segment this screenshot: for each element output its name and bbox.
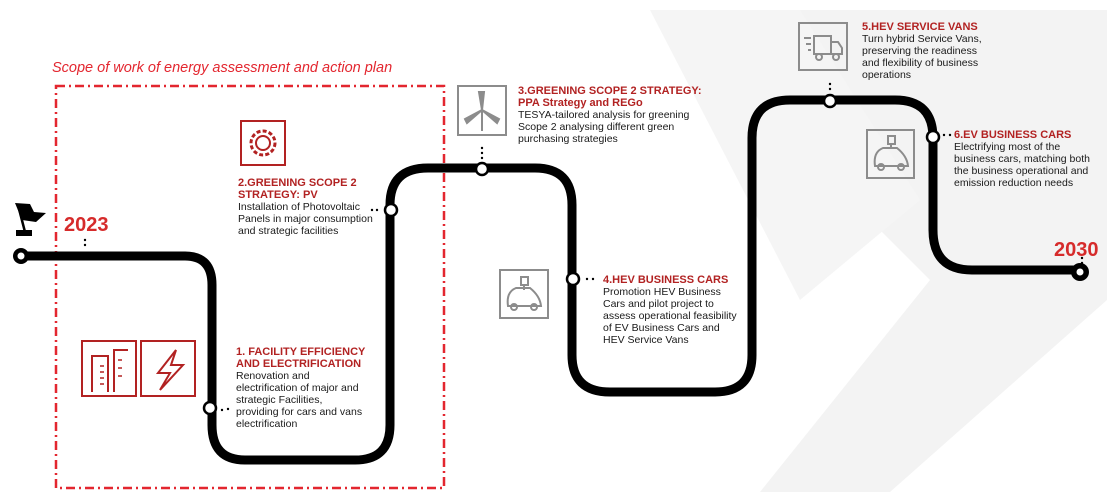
milestone-6-desc-2: business cars, matching both [954, 153, 1090, 165]
milestone-3: 3.GREENING SCOPE 2 STRATEGY: PPA Strateg… [518, 85, 728, 145]
milestone-node-6 [925, 129, 941, 145]
milestone-6: 6.EV BUSINESS CARS Electrifying most of … [954, 129, 1104, 189]
milestone-3-title-2: PPA Strategy and REGo [518, 97, 643, 109]
wind-turbine-icon [457, 85, 507, 136]
delivery-van-icon [798, 22, 848, 71]
milestone-5-desc-2: preserving the readiness [862, 45, 977, 57]
milestone-1-desc-5: electrification [236, 418, 298, 430]
milestone-3-title-1: 3.GREENING SCOPE 2 STRATEGY: [518, 85, 702, 97]
milestone-node-1 [202, 400, 218, 416]
milestone-node-5 [822, 93, 838, 109]
milestone-1-title-2: AND ELECTRIFICATION [236, 358, 362, 370]
background-chevron-2 [650, 10, 920, 300]
milestone-node-3 [474, 161, 490, 177]
milestone-5: 5.HEV SERVICE VANS Turn hybrid Service V… [862, 21, 1012, 81]
milestone-1-desc-1: Renovation and [236, 370, 310, 382]
start-year: 2023 [64, 214, 109, 236]
milestone-6-desc-3: the business operational and [954, 165, 1089, 177]
building-icon [81, 340, 137, 397]
milestone-4: 4.HEV BUSINESS CARS Promotion HEV Busine… [603, 274, 753, 346]
milestone-2-desc-2: Panels in major consumption [238, 213, 373, 225]
start-point [13, 248, 29, 264]
milestone-2-desc-1: Installation of Photovoltaic [238, 201, 360, 213]
lightning-icon [140, 340, 196, 397]
leader-dots [83, 82, 1084, 412]
milestone-4-desc-5: HEV Service Vans [603, 334, 689, 346]
milestone-4-desc-2: Cars and pilot project to [603, 298, 714, 310]
milestone-1-desc-3: strategic Facilities, [236, 394, 323, 406]
milestone-3-desc-2: Scope 2 analysing different green [518, 121, 675, 133]
milestone-4-desc-3: assess operational feasibility [603, 310, 737, 322]
milestone-5-desc-3: and flexibility of business [862, 57, 979, 69]
milestone-5-title-1: 5.HEV SERVICE VANS [862, 21, 978, 33]
milestone-3-desc-3: purchasing strategies [518, 133, 618, 145]
roadmap-road [17, 95, 1085, 465]
electric-car-icon-4 [499, 269, 549, 319]
scope-box [54, 84, 446, 490]
milestone-1-title-1: 1. FACILITY EFFICIENCY [236, 346, 366, 358]
milestone-4-desc-1: Promotion HEV Business [603, 286, 721, 298]
milestone-2: 2.GREENING SCOPE 2 STRATEGY: PV Installa… [238, 177, 388, 237]
milestone-node-4 [565, 271, 581, 287]
milestone-2-title-2: STRATEGY: PV [238, 189, 318, 201]
milestone-5-desc-4: operations [862, 69, 912, 81]
start-flag-icon [15, 203, 46, 236]
milestone-4-title-1: 4.HEV BUSINESS CARS [603, 274, 729, 286]
milestone-4-desc-4: of EV Business Cars and [603, 322, 720, 334]
background-chevron [660, 10, 1107, 492]
milestone-1-desc-2: electrification of major and [236, 382, 359, 394]
electric-car-icon-6 [866, 129, 915, 179]
scope-title: Scope of work of energy assessment and a… [52, 60, 393, 76]
milestone-1-desc-4: providing for cars and vans [236, 406, 363, 418]
end-year: 2030 [1054, 239, 1099, 261]
milestone-5-desc-1: Turn hybrid Service Vans, [862, 33, 982, 45]
milestone-6-title-1: 6.EV BUSINESS CARS [954, 129, 1072, 141]
milestone-node-2 [383, 202, 399, 218]
milestone-2-title-1: 2.GREENING SCOPE 2 [238, 177, 357, 189]
milestone-1: 1. FACILITY EFFICIENCY AND ELECTRIFICATI… [236, 346, 406, 430]
milestone-3-desc-1: TESYA-tailored analysis for greening [518, 109, 690, 121]
sun-icon [240, 120, 286, 166]
milestone-2-desc-3: and strategic facilities [238, 225, 339, 237]
end-point [1071, 263, 1089, 281]
milestone-6-desc-4: emission reduction needs [954, 177, 1074, 189]
milestone-6-desc-1: Electrifying most of the [954, 141, 1061, 153]
